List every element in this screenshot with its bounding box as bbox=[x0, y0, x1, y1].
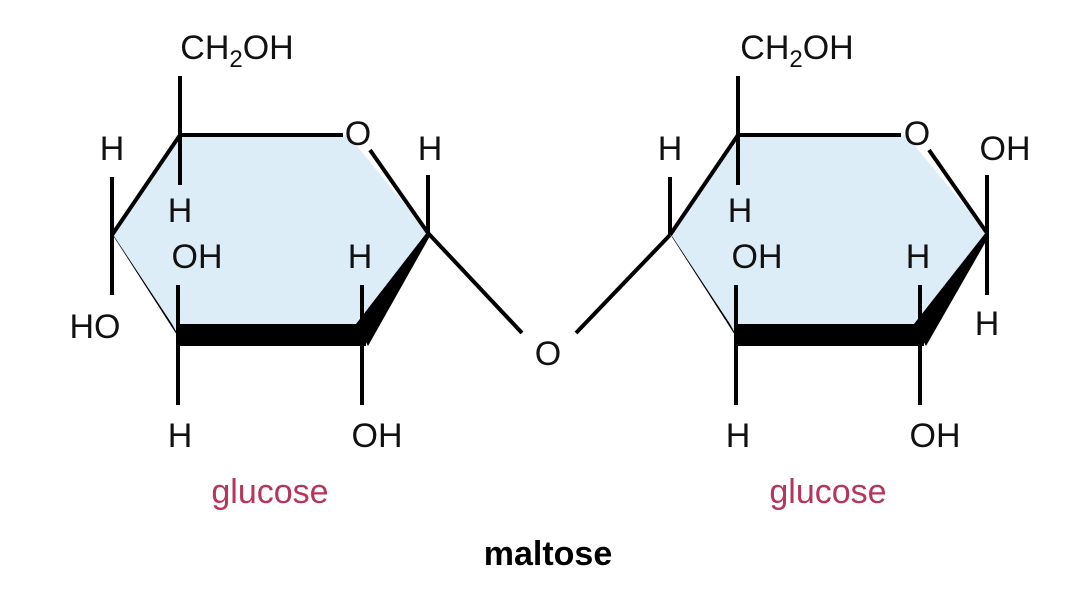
bonds bbox=[668, 76, 989, 405]
bonds bbox=[110, 76, 430, 405]
h-atom: H bbox=[168, 417, 193, 455]
ch2oh-group: CH2OH bbox=[180, 29, 293, 73]
glycosidic-bond: O bbox=[426, 231, 672, 373]
h-atom: H bbox=[168, 192, 193, 230]
h-atom: H bbox=[348, 238, 373, 276]
h-atom: H bbox=[726, 417, 751, 455]
h-atom: H bbox=[728, 192, 753, 230]
wedge-bond bbox=[356, 231, 430, 346]
oh-group: OH bbox=[172, 238, 223, 276]
h-atom: H bbox=[658, 130, 683, 168]
wedge-bond bbox=[670, 233, 742, 346]
oh-group: OH bbox=[980, 130, 1031, 168]
h-atom: H bbox=[100, 130, 125, 168]
ch2oh-group: CH2OH bbox=[740, 29, 853, 73]
ring-oxygen: O bbox=[345, 115, 371, 153]
oh-group: OH bbox=[732, 238, 783, 276]
h-atom: H bbox=[906, 238, 931, 276]
glucose-label-right: glucose bbox=[769, 473, 886, 511]
diagram-title: maltose bbox=[484, 535, 613, 573]
ring-oxygen: O bbox=[904, 115, 930, 153]
oh-group: OH bbox=[910, 417, 961, 455]
oh-group: OH bbox=[352, 417, 403, 455]
ho-group: HO bbox=[70, 308, 121, 346]
thick-bond bbox=[176, 324, 366, 346]
wedge-bond bbox=[914, 231, 989, 346]
left-glucose-ring: CH2OH O H H OH HO H H OH H glucose bbox=[70, 29, 443, 511]
h-atom: H bbox=[975, 305, 1000, 343]
ring-fill bbox=[112, 135, 428, 335]
ring-fill bbox=[670, 135, 987, 335]
glycosidic-oxygen: O bbox=[535, 335, 561, 373]
glucose-label-left: glucose bbox=[211, 473, 328, 511]
right-glucose-ring: CH2OH O H H OH H H OH OH H glucose bbox=[658, 29, 1031, 511]
wedge-bond bbox=[112, 233, 184, 346]
h-atom: H bbox=[418, 130, 443, 168]
thick-bond bbox=[734, 324, 924, 346]
